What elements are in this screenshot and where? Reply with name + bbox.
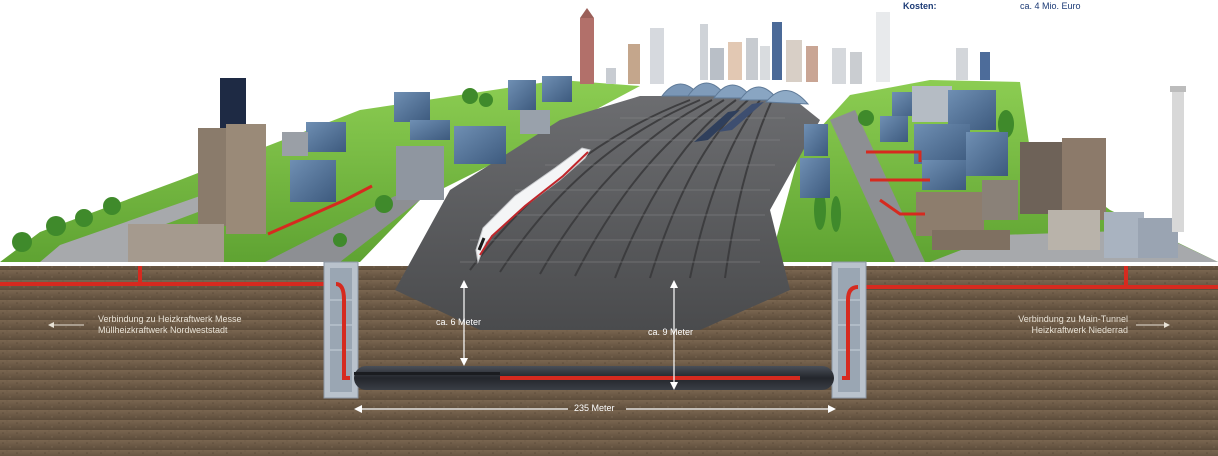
station-halls: [660, 82, 810, 105]
depth-left-label: ca. 6 Meter: [436, 317, 482, 327]
rail-sleepers: [460, 117, 785, 263]
depth-arrow-right: [670, 280, 678, 390]
regional-trains: [694, 102, 764, 142]
trees: [12, 88, 1014, 252]
right-buildings: [800, 86, 1186, 258]
right-shaft: [831, 261, 867, 399]
connection-left-line1: Verbindung zu Heizkraftwerk Messe: [98, 314, 242, 324]
length-arrow: [354, 405, 836, 413]
surface-pipes-right: [866, 150, 930, 216]
costs-value: ca. 4 Mio. Euro: [1020, 1, 1081, 11]
ice-train: [475, 147, 591, 264]
connection-left-line2: Müllheizkraftwerk Nordweststadt: [98, 325, 228, 335]
connection-right-line1: Verbindung zu Main-Tunnel: [1018, 314, 1128, 324]
depth-arrow-left: [460, 280, 468, 366]
depth-right-label: ca. 9 Meter: [648, 327, 694, 337]
left-shaft: [323, 261, 359, 399]
connection-right-line2: Heizkraftwerk Niederrad: [1031, 325, 1128, 335]
surface-pipe-left: [267, 184, 373, 236]
connection-arrow-left: [48, 322, 84, 328]
right-road: [830, 110, 925, 262]
connection-arrow-right: [1136, 322, 1170, 328]
left-buildings: [128, 76, 572, 262]
tunnel-length-label: 235 Meter: [574, 403, 615, 413]
costs-label: Kosten:: [903, 1, 937, 11]
rail-tracks: [469, 99, 773, 279]
tunnel-pipe: [354, 366, 834, 390]
skyline: [580, 8, 990, 84]
